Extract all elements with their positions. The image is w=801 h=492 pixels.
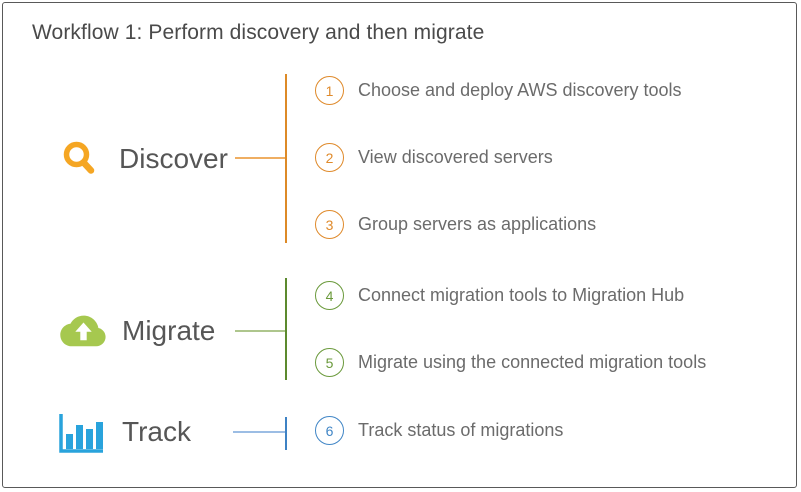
connector-migrate-vertical: [285, 278, 287, 380]
step-row-2: 2 View discovered servers: [315, 143, 553, 172]
cloud-upload-icon: [59, 313, 108, 350]
step-row-5: 5 Migrate using the connected migration …: [315, 348, 706, 377]
step-number-badge: 2: [315, 143, 344, 172]
connector-track-horizontal: [233, 431, 285, 433]
phase-row-discover: Discover: [61, 137, 228, 181]
step-label: Track status of migrations: [358, 420, 564, 440]
phase-label-discover: Discover: [119, 143, 228, 174]
phase-label-track: Track: [122, 416, 191, 447]
step-number-badge: 4: [315, 281, 344, 310]
diagram-title: Workflow 1: Perform discovery and then m…: [32, 21, 485, 44]
phase-row-track: Track: [57, 410, 191, 454]
step-label: Migrate using the connected migration to…: [358, 352, 707, 372]
step-label: View discovered servers: [358, 147, 553, 167]
step-row-3: 3 Group servers as applications: [315, 210, 596, 239]
step-number-badge: 1: [315, 76, 344, 105]
search-icon: [61, 140, 99, 178]
step-label: Choose and deploy AWS discovery tools: [358, 80, 682, 100]
step-row-4: 4 Connect migration tools to Migration H…: [315, 281, 684, 310]
step-label: Group servers as applications: [358, 214, 597, 234]
step-number-badge: 6: [315, 416, 344, 445]
connector-track-vertical: [285, 417, 287, 450]
connector-discover-vertical: [285, 74, 287, 243]
step-number-badge: 3: [315, 210, 344, 239]
connector-migrate-horizontal: [235, 330, 286, 332]
phase-label-migrate: Migrate: [122, 315, 216, 346]
step-row-6: 6 Track status of migrations: [315, 416, 563, 445]
step-label: Connect migration tools to Migration Hub: [358, 285, 685, 305]
phase-row-migrate: Migrate: [59, 309, 215, 353]
connector-discover-horizontal: [235, 157, 286, 159]
bar-chart-icon: [57, 410, 104, 455]
step-row-1: 1 Choose and deploy AWS discovery tools: [315, 76, 682, 105]
step-number-badge: 5: [315, 348, 344, 377]
